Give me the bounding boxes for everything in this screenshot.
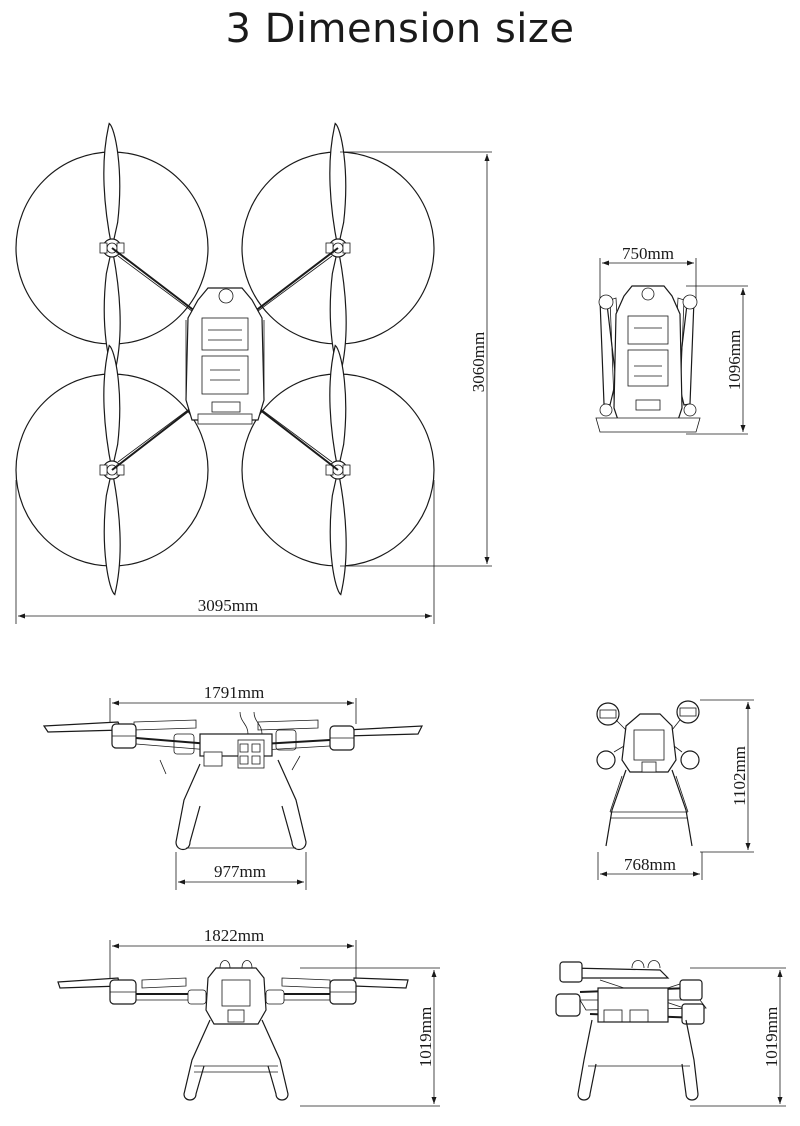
top-unfolded-view: 3060mm 3095mm (16, 123, 492, 624)
side-folded-view: 1102mm 768mm (596, 699, 754, 880)
dimension-width-3095: 3095mm (15, 480, 435, 624)
side-height-label-1019: 1019mm (416, 1007, 435, 1067)
length-label-3060: 3060mm (469, 332, 488, 392)
folded-width-label-750: 750mm (622, 244, 674, 263)
angled-folded-view: 1019mm (555, 960, 786, 1107)
width-label-3095: 3095mm (198, 596, 258, 615)
side-folded-height-label-1102: 1102mm (730, 746, 749, 806)
dimension-length-3060: 3060mm (340, 151, 492, 567)
side-span-label-1822: 1822mm (204, 926, 264, 945)
arms (111, 247, 339, 471)
drone-body (185, 287, 265, 425)
side-folded-width-label-768: 768mm (624, 855, 676, 874)
page-title: 3 Dimension size (225, 6, 575, 52)
top-folded-view: 750mm 1096mm (595, 244, 748, 435)
front-span-label-1791: 1791mm (204, 683, 264, 702)
side-view: 1822mm 1019mm (57, 926, 440, 1107)
folded-length-label-1096: 1096mm (725, 330, 744, 390)
front-gear-label-977: 977mm (214, 862, 266, 881)
angled-height-label-1019: 1019mm (762, 1007, 781, 1067)
front-view: 1791mm 977mm (42, 683, 423, 890)
